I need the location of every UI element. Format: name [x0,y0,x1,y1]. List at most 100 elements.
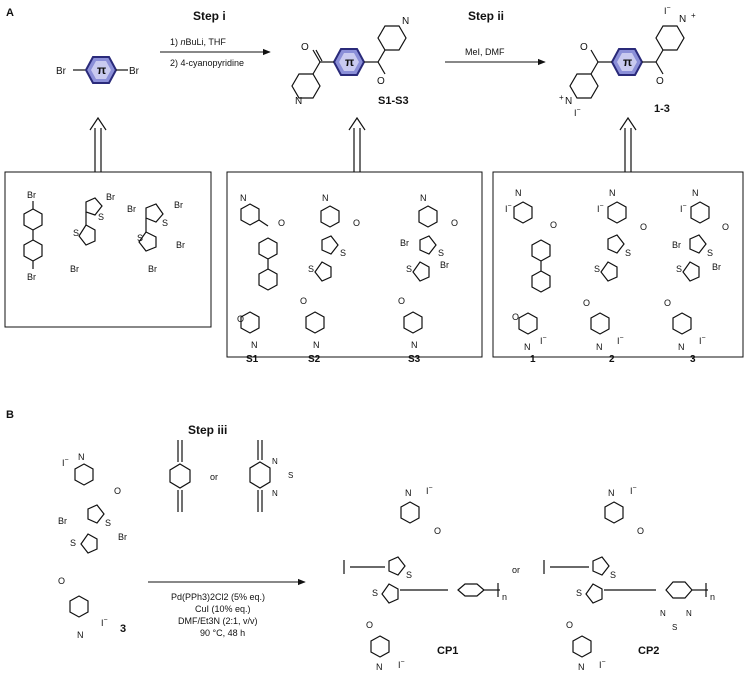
svg-text:N: N [692,188,699,198]
svg-text:N: N [565,96,572,107]
svg-text:π: π [623,55,632,69]
svg-text:O: O [566,620,573,630]
svg-text:I−: I− [597,203,604,214]
polymer-cp1: N I− O S S n O N I− CP1 [343,485,507,672]
structure-1: I− N O O N I− 1 [505,188,557,365]
svg-text:I−: I− [617,335,624,346]
svg-text:2: 2 [609,354,615,365]
svg-text:O: O [58,576,65,586]
svg-text:O: O [377,76,385,87]
svg-text:N: N [515,188,522,198]
svg-text:O: O [301,42,309,53]
svg-text:N: N [272,457,278,466]
svg-text:Br: Br [127,204,136,214]
svg-text:S: S [73,228,79,238]
step-ii-cond: MeI, DMF [465,47,505,57]
svg-text:I−: I− [426,485,433,496]
svg-text:N: N [78,452,85,462]
svg-text:O: O [512,312,519,322]
svg-text:O: O [580,42,588,53]
label-s1-s3: S1-S3 [378,95,409,107]
svg-text:I−: I− [540,335,547,346]
svg-text:N: N [578,662,585,672]
svg-text:N: N [322,193,329,203]
svg-text:Br: Br [106,192,115,202]
svg-text:Br: Br [712,262,721,272]
svg-text:S: S [576,588,582,598]
step-iii-cond1: Pd(PPh3)2Cl2 (5% eq.) [171,592,265,602]
svg-text:N: N [77,630,84,640]
retro-arrow-right [619,116,637,172]
svg-text:Br: Br [27,272,36,282]
svg-text:S: S [406,264,412,274]
svg-text:O: O [278,218,285,228]
svg-text:N: N [608,488,615,498]
reactant-3: I− N O Br S S Br O N I− 3 [58,452,127,640]
step-i-title: Step i [193,9,226,23]
svg-text:N: N [313,340,320,350]
structure-3: I− N O Br S S Br O N I− 3 [664,188,729,365]
svg-text:I−: I− [62,457,69,468]
svg-text:N: N [402,16,409,27]
svg-text:N: N [272,489,278,498]
svg-text:N: N [411,340,418,350]
svg-text:N: N [524,342,531,352]
step-iii-cond4: 90 °C, 48 h [200,628,245,638]
cp1-label: CP1 [437,645,458,657]
svg-text:N: N [660,609,666,618]
svg-text:O: O [637,526,644,536]
svg-text:I−: I− [630,485,637,496]
svg-text:O: O [451,218,458,228]
svg-text:O: O [366,620,373,630]
dibromobiphenyl: Br Br [23,190,43,282]
box-products [492,171,744,358]
svg-text:S1: S1 [246,354,259,365]
intermediate-s-general: π O N O N S1-S3 [291,16,409,107]
svg-text:O: O [722,222,729,232]
structure-s2: N O S S O N S2 [300,193,360,365]
svg-text:S: S [372,588,378,598]
svg-text:S: S [137,233,143,243]
svg-text:+: + [691,11,696,20]
svg-text:S: S [707,248,713,258]
svg-text:I−: I− [505,203,512,214]
svg-text:3: 3 [690,354,696,365]
structure-2: I− N O S S O N I− 2 [583,188,647,365]
svg-text:O: O [300,296,307,306]
svg-text:Br: Br [56,66,67,77]
diethynylbenzene [169,440,191,512]
svg-text:S: S [676,264,682,274]
svg-text:π: π [97,63,106,77]
svg-text:S: S [70,538,76,548]
svg-text:O: O [656,76,664,87]
svg-text:I−: I− [398,659,405,670]
svg-text:Br: Br [27,190,36,200]
step-iii-cond3: DMF/Et3N (2:1, v/v) [178,616,258,626]
svg-text:Br: Br [148,264,157,274]
svg-text:Br: Br [70,264,79,274]
retro-arrow-middle [348,116,366,172]
svg-text:Br: Br [118,532,127,542]
svg-text:S: S [438,248,444,258]
step-i-cond1: 1) nBuLi, THF [170,37,226,47]
diethynylbenzothiadiazole: N S N [249,440,293,512]
svg-text:O: O [640,222,647,232]
svg-text:N: N [609,188,616,198]
reactant-3-label: 3 [120,623,126,635]
svg-text:1: 1 [530,354,536,365]
svg-text:Br: Br [672,240,681,250]
svg-text:I−: I− [574,107,581,118]
product-general: π O N + I− O N + I− 1-3 [559,5,696,118]
svg-text:N: N [420,193,427,203]
svg-text:I−: I− [664,5,671,16]
svg-text:O: O [398,296,405,306]
polymer-cp2: N I− O S S N S N n O N I− CP2 [543,485,715,672]
svg-text:S: S [672,623,677,632]
svg-text:S3: S3 [408,354,421,365]
svg-text:N: N [376,662,383,672]
svg-text:O: O [353,218,360,228]
svg-text:O: O [583,298,590,308]
svg-text:Br: Br [176,240,185,250]
svg-text:S: S [105,518,111,528]
panel-b-label: B [6,409,14,421]
